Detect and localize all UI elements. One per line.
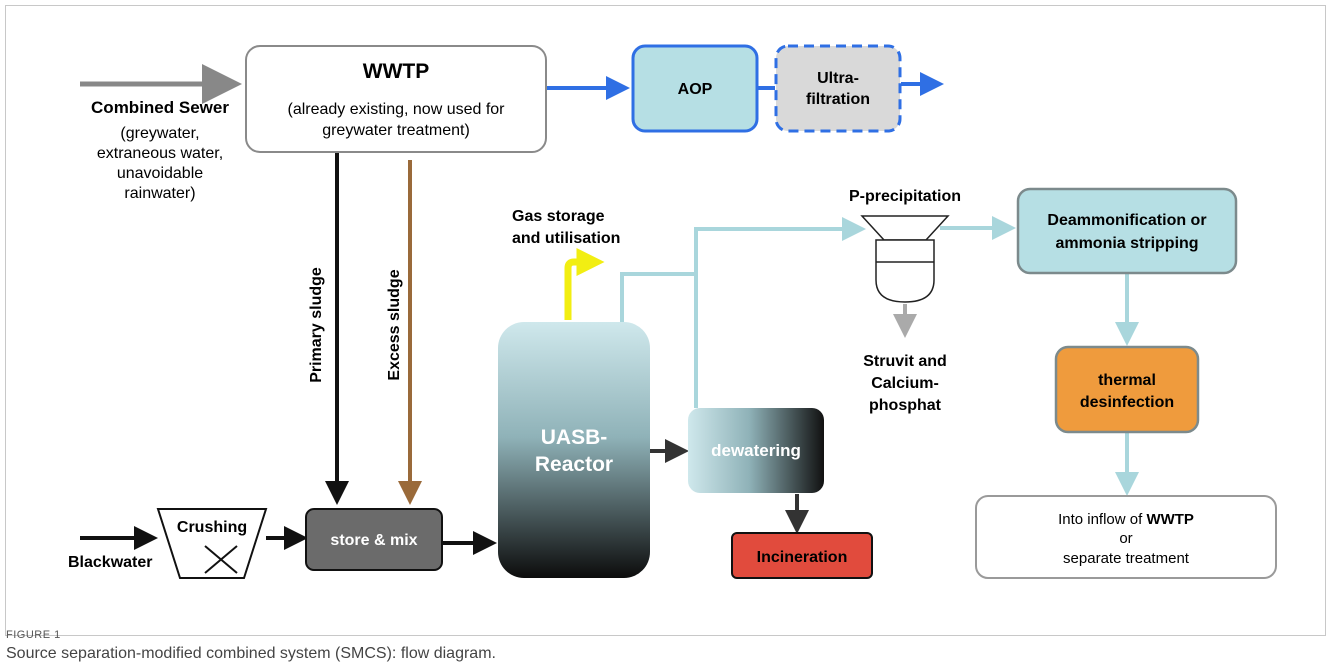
ultrafiltration-label-line2: filtration: [806, 91, 870, 108]
inflow-return-box: Into inflow of WWTP or separate treatmen…: [975, 495, 1277, 579]
inflow-line1: Into inflow of WWTP: [1058, 511, 1194, 528]
store-mix-box: store & mix: [305, 508, 443, 571]
dewatering-label: dewatering: [711, 441, 801, 460]
blackwater-label: Blackwater: [68, 554, 153, 571]
uasb-reactor: UASB- Reactor: [498, 322, 650, 578]
uasb-label-line1: UASB-: [541, 426, 608, 449]
deammonification-box: Deammonification or ammonia stripping: [1016, 187, 1238, 275]
thermal-desinfection-box: thermal desinfection: [1054, 345, 1200, 434]
inflow-line1-prefix: Into inflow of: [1058, 511, 1146, 528]
combined-sewer-line3: unavoidable: [117, 165, 203, 182]
wwtp-subtitle-line2: greywater treatment): [322, 122, 470, 139]
combined-sewer-line4: rainwater): [124, 185, 195, 202]
struvit-label-line1: Struvit and: [863, 353, 947, 370]
dewatering-box: dewatering: [688, 408, 824, 493]
gas-storage-label-line1: Gas storage: [512, 208, 605, 225]
figure-label: FIGURE 1: [6, 629, 61, 641]
aop-label: AOP: [678, 81, 713, 98]
combined-sewer-label: Combined Sewer (greywater, extraneous wa…: [91, 98, 229, 202]
deammonification-label-line1: Deammonification or: [1047, 212, 1206, 229]
dewatering-to-pprecip-arrow: [694, 217, 866, 408]
primary-sludge-label: Primary sludge: [308, 267, 325, 383]
uasb-to-pprecip-line: [620, 272, 696, 322]
p-precipitation-label: P-precipitation: [849, 188, 961, 205]
crushing-label: Crushing: [177, 519, 247, 536]
gas-storage-label-line2: and utilisation: [512, 230, 620, 247]
figure-caption: Source separation-modified combined syst…: [6, 645, 496, 662]
incineration-box: Incineration: [731, 532, 873, 579]
aop-box: AOP: [631, 44, 759, 133]
uasb-label-line2: Reactor: [535, 453, 613, 476]
ultrafiltration-box: Ultra- filtration: [774, 44, 902, 133]
combined-sewer-line1: (greywater,: [120, 125, 199, 142]
inflow-line1-wwtp: WWTP: [1146, 511, 1193, 528]
figure-frame: [5, 5, 1326, 636]
precipitation-vessel: [860, 215, 950, 303]
store-mix-label: store & mix: [330, 532, 417, 549]
combined-sewer-title: Combined Sewer: [91, 98, 229, 117]
struvit-label-line2: Calcium-: [871, 375, 939, 392]
wwtp-title: WWTP: [363, 60, 429, 83]
ultrafiltration-label-line1: Ultra-: [817, 70, 859, 87]
thermal-label-line2: desinfection: [1080, 394, 1174, 411]
wwtp-box: WWTP (already existing, now used for gre…: [245, 45, 547, 153]
thermal-label-line1: thermal: [1098, 372, 1156, 389]
inflow-line2: or: [1119, 530, 1132, 547]
inflow-line3: separate treatment: [1063, 550, 1190, 567]
crushing-unit: Crushing: [156, 508, 268, 579]
struvit-label-line3: phosphat: [869, 397, 942, 414]
wwtp-subtitle-line1: (already existing, now used for: [288, 101, 506, 118]
gas-arrow: [564, 248, 605, 320]
combined-sewer-line2: extraneous water,: [97, 145, 223, 162]
deammonification-label-line2: ammonia stripping: [1055, 235, 1198, 252]
excess-sludge-label: Excess sludge: [386, 269, 403, 380]
incineration-label: Incineration: [757, 549, 848, 566]
